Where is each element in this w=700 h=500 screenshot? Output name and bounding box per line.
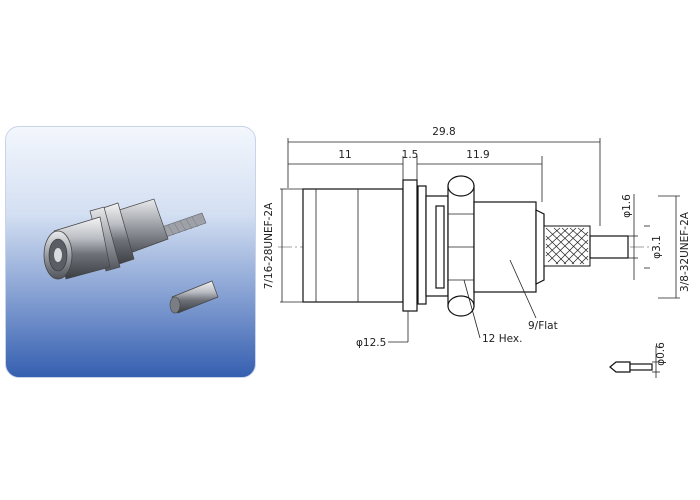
front-thread-label: 7/16-28UNEF-2A (263, 202, 275, 289)
hex-nut (447, 175, 475, 317)
flat-label: 9/Flat (528, 320, 558, 332)
crimp-ferrule-render (169, 280, 219, 314)
front-body (302, 188, 404, 303)
connector-render (43, 198, 219, 314)
technical-drawing: 29.8 11 1.5 11.9 7/16-28UNEF-2A φ1.6 φ3.… (263, 126, 691, 378)
hex-nut-label: 12 Hex. (482, 333, 522, 345)
overall-length-label: 29.8 (432, 126, 455, 138)
rear-length-label: 11.9 (466, 149, 489, 161)
pin-detail (609, 346, 660, 378)
flange (402, 179, 418, 312)
flange-dia-label: φ12.5 (356, 337, 386, 349)
pin-dia-label: φ0.6 (655, 342, 667, 366)
product-photo-panel (5, 126, 256, 378)
rear-thread-label: 3/8-32UNEF-2A (679, 211, 691, 292)
flange-thickness-label: 1.5 (402, 149, 419, 161)
cable-braid (543, 225, 591, 267)
cable (589, 235, 629, 259)
cable-dia-label: φ1.6 (621, 194, 633, 218)
connector-body-render (43, 198, 169, 280)
front-length-label: 11 (338, 149, 351, 161)
rear-body (473, 201, 537, 293)
ferrule-dia-label: φ3.1 (651, 235, 663, 259)
